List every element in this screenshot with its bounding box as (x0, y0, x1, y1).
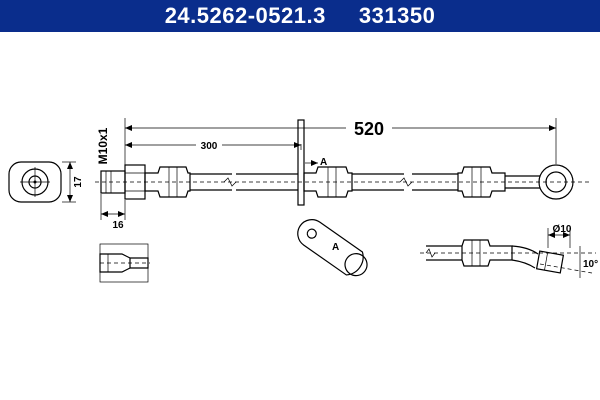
title-bar: 24.5262-0521.3 331350 (0, 0, 600, 32)
fitting-end-view (8, 161, 76, 203)
bent-end-detail (420, 228, 596, 278)
angle-label: 10° (583, 259, 598, 270)
technical-drawing: 17 M10x1 (8, 118, 598, 283)
eye-diameter-label: Ø10 (553, 224, 572, 235)
title-text: 24.5262-0521.3 331350 (0, 0, 600, 32)
hose-side-view (95, 119, 590, 206)
length-dimension-label: 520 (354, 119, 384, 139)
fitting-section-view (99, 243, 150, 283)
offset-dimension-label: 300 (201, 141, 218, 152)
bracket-detail (297, 219, 368, 277)
ref-number: 331350 (358, 3, 436, 28)
bracket-marker-label: A (332, 242, 339, 253)
part-number: 24.5262-0521.3 (164, 3, 326, 28)
thread-length-label: 16 (112, 220, 124, 231)
height-dimension-label: 17 (73, 176, 84, 188)
section-marker-label: A (320, 157, 327, 168)
thread-dimension-label: M10x1 (96, 127, 110, 164)
